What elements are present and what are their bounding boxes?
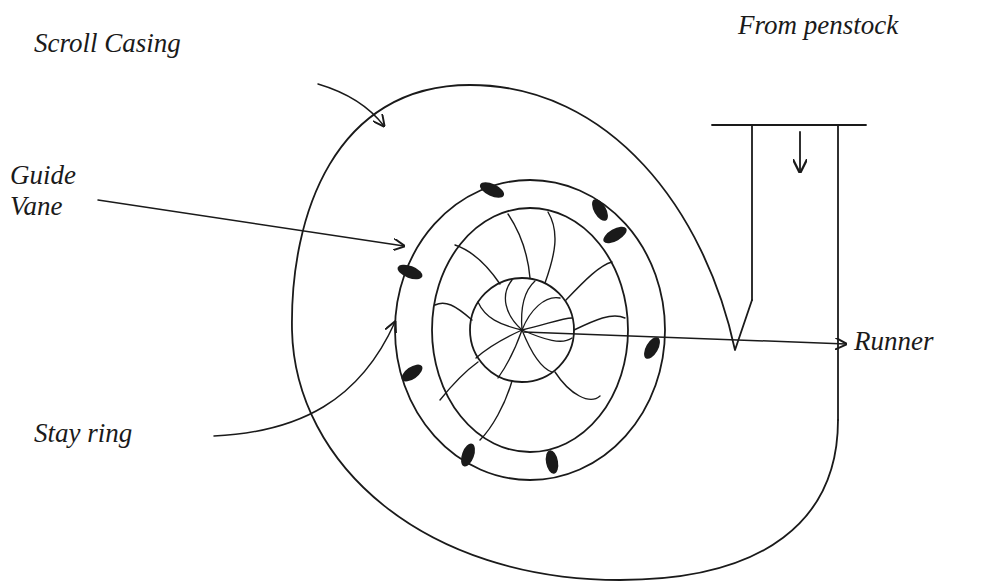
scroll-casing [292,85,838,580]
guide-ring [432,208,628,452]
part-label: Scroll Casing [34,28,181,59]
leader-line [524,332,846,344]
guide-vanes [396,179,663,475]
penstock-wall [751,125,753,300]
runner-hub [470,278,574,382]
runner-blades [435,212,625,440]
part-label: Runner [854,326,933,357]
penstock-wall [837,125,839,420]
leader-line [214,322,395,436]
flow-arrow [799,132,801,172]
part-label: Guide Vane [10,160,95,222]
part-label: From penstock [738,10,898,41]
penstock-top [712,124,866,126]
leader-line [318,84,384,126]
part-label: Stay ring [34,418,132,449]
stay-ring [395,180,665,480]
leader-line [98,200,404,246]
hub-blades [476,280,572,378]
